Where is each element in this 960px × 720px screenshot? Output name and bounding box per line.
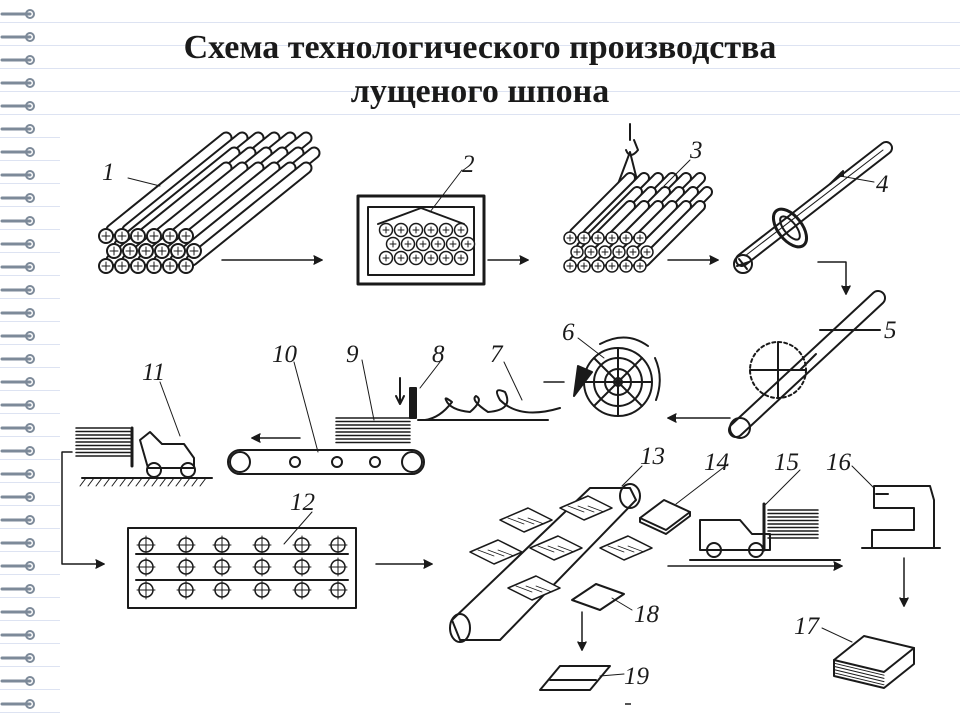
label-8: 8 [432,341,445,368]
steaming-pit [356,194,486,286]
veneer-ribbon [417,389,561,421]
log-pile [98,131,321,274]
flow-arrows [61,255,909,651]
position-labels: 1 2 3 4 5 6 7 8 9 10 11 12 13 14 15 16 1… [102,137,897,690]
label-2: 2 [462,151,475,178]
reject-sheet-19 [539,665,611,691]
label-6: 6 [562,319,575,346]
leader-lines [127,159,881,677]
label-7: 7 [490,341,504,368]
page-marker [625,703,631,705]
sorting-conveyor [449,483,653,643]
label-5: 5 [884,317,897,344]
clipper-knife [395,377,417,419]
label-1: 1 [102,159,115,186]
title-line-1: Схема технологического производства [183,29,777,66]
label-18: 18 [634,601,660,628]
label-13: 13 [640,443,665,470]
finished-veneer-stack [833,635,915,689]
spiral-binding [0,9,35,709]
debarking-log [733,141,893,274]
forklift-15 [689,502,841,561]
forklift-with-veneer [75,426,213,487]
label-19: 19 [624,663,650,690]
conveyor-belt [227,449,425,475]
title-line-2: лущеного шпона [350,73,610,110]
label-10: 10 [272,341,298,368]
label-9: 9 [346,341,359,368]
label-17: 17 [794,613,821,640]
peeling-lathe [573,336,661,417]
veneer-stack [335,417,411,444]
veneer-sheet-14 [639,499,691,535]
guillotine-press [861,485,941,549]
label-4: 4 [876,171,889,198]
cross-cut-log [728,290,886,439]
crane-hook-bundle [563,123,713,273]
label-12: 12 [290,489,315,516]
label-16: 16 [826,449,852,476]
sorted-sheet-18 [571,583,625,611]
page-title: Схема технологического производства луще… [0,26,960,114]
label-11: 11 [142,359,165,386]
label-14: 14 [704,449,729,476]
label-3: 3 [689,137,703,164]
label-15: 15 [774,449,799,476]
roller-dryer [127,527,357,609]
